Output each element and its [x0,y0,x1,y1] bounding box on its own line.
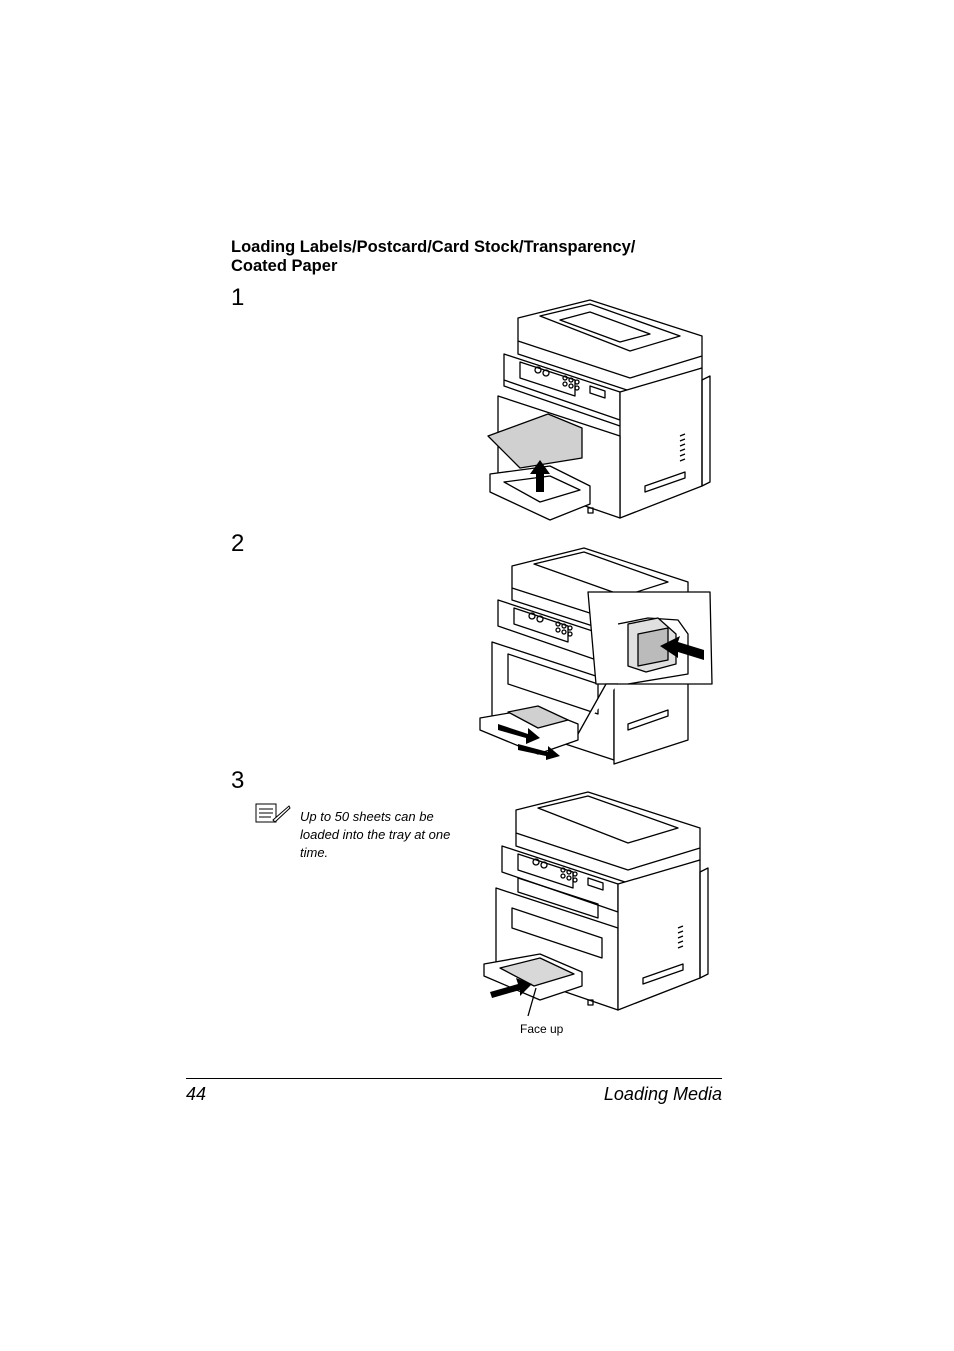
printer-figure-step-2 [479,547,713,765]
note-pencil-icon [255,803,291,823]
heading-line-2: Coated Paper [231,257,338,275]
step-2-number: 2 [231,530,245,557]
page-number: 44 [186,1084,207,1104]
step-1-number: 1 [231,284,245,311]
face-up-callout: Face up [520,1022,564,1036]
footer-section-title: Loading Media [603,1084,722,1104]
footer-rule [186,1078,722,1079]
printer-figure-step-1 [487,299,711,521]
step-3-number: 3 [231,767,245,794]
section-heading: Loading Labels/Postcard/Card Stock/Trans… [231,238,691,276]
note-text: Up to 50 sheets can be loaded into the t… [300,809,451,860]
heading-line-1: Loading Labels/Postcard/Card Stock/Trans… [231,238,636,256]
printer-figure-step-3 [483,791,709,1017]
